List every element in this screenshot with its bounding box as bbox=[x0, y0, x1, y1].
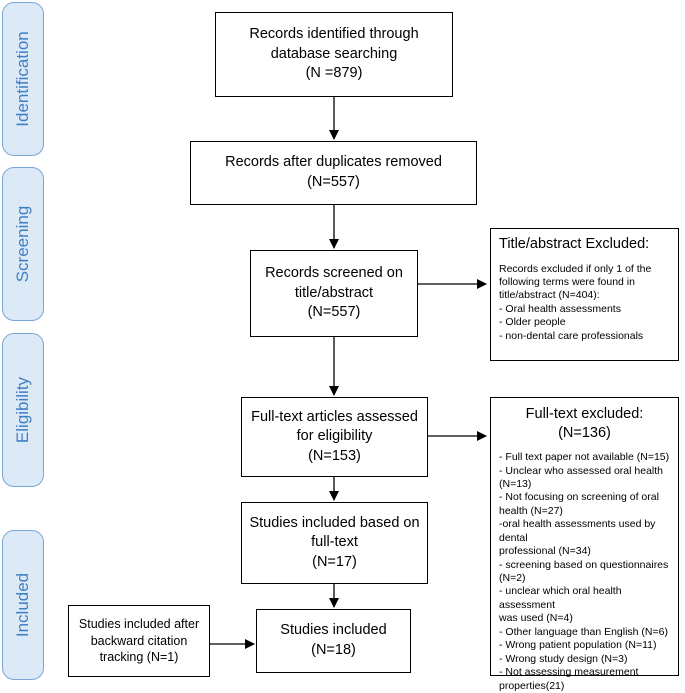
records-identified-box: Records identified through database sear… bbox=[215, 12, 453, 97]
records-identified-line-3: (N =879) bbox=[305, 65, 363, 82]
duplicates-removed-line-2: (N=557) bbox=[307, 174, 360, 190]
screened-line-3: (N=557) bbox=[307, 304, 361, 321]
fulltext-excluded-line: (N=13) bbox=[499, 477, 532, 490]
included-fulltext-line-2: full-text bbox=[311, 534, 358, 551]
fulltext-excluded-line: - Unclear who assessed oral health bbox=[499, 464, 664, 477]
fulltext-excluded-line: - unclear which oral health assessment bbox=[499, 585, 622, 611]
included-fulltext-line-3: (N=17) bbox=[312, 553, 357, 570]
records-identified-line-1: Records identified through bbox=[249, 26, 419, 43]
stage-included: Included bbox=[2, 530, 44, 680]
fulltext-excluded-line: - Other language than English (N=6) bbox=[499, 625, 668, 638]
fulltext-assessed-line-2: for eligibility bbox=[296, 428, 373, 445]
title-abstract-excluded-box: Title/abstract Excluded: Records exclude… bbox=[490, 228, 679, 361]
fulltext-excluded-line: - Full text paper not available (N=15) bbox=[499, 451, 670, 464]
fulltext-assessed-box: Full-text articles assessed for eligibil… bbox=[241, 397, 428, 477]
title-abstract-excluded-heading: Title/abstract Excluded: bbox=[499, 236, 650, 252]
backward-citation-box: Studies included after backward citation… bbox=[68, 605, 210, 677]
studies-included-line-1: Studies included bbox=[280, 622, 387, 639]
duplicates-removed-line-1: Records after duplicates removed bbox=[225, 154, 442, 171]
stage-screening: Screening bbox=[2, 167, 44, 321]
title-abstract-excluded-line: Records excluded if only 1 of the bbox=[499, 262, 652, 275]
fulltext-excluded-line: - Not assessing measurement bbox=[499, 666, 639, 679]
backward-citation-line-1: Studies included after bbox=[78, 616, 200, 631]
fulltext-excluded-line: health (N=27) bbox=[499, 504, 563, 517]
fulltext-excluded-line: - Wrong study design (N=3) bbox=[499, 652, 628, 665]
included-fulltext-box: Studies included based on full-text (N=1… bbox=[241, 502, 428, 584]
fulltext-excluded-line: professional (N=34) bbox=[499, 545, 591, 558]
fulltext-assessed-line-3: (N=153) bbox=[308, 447, 361, 464]
fulltext-excluded-line: - screening based on questionnaires bbox=[499, 558, 669, 571]
studies-included-box: Studies included (N=18) bbox=[256, 609, 411, 673]
screened-box: Records screened on title/abstract (N=55… bbox=[250, 250, 418, 337]
title-abstract-excluded-line: - non-dental care professionals bbox=[499, 329, 644, 342]
screened-line-1: Records screened on bbox=[265, 265, 403, 282]
title-abstract-excluded-line: - Oral health assessments bbox=[499, 302, 621, 315]
stage-identification: Identification bbox=[2, 2, 44, 156]
fulltext-excluded-line: - Wrong patient population (N=11) bbox=[499, 639, 657, 652]
fulltext-excluded-line: was used (N=4) bbox=[499, 612, 573, 625]
backward-citation-line-2: backward citation bbox=[90, 633, 188, 648]
fulltext-excluded-line: (N=2) bbox=[499, 572, 526, 585]
fulltext-excluded-box: Full-text excluded: (N=136) - Full text … bbox=[490, 397, 679, 692]
records-identified-line-2: database searching bbox=[270, 45, 398, 62]
title-abstract-excluded-line: - Older people bbox=[499, 316, 566, 329]
duplicates-removed-box: Records after duplicates removed (N=557) bbox=[190, 141, 477, 205]
fulltext-excluded-line: -oral health assessments used by dental bbox=[499, 518, 656, 544]
title-abstract-excluded-line: following terms were found in bbox=[499, 275, 635, 288]
backward-citation-line-3: tracking (N=1) bbox=[99, 650, 179, 665]
stage-eligibility: Eligibility bbox=[2, 333, 44, 487]
included-fulltext-line-1: Studies included based on bbox=[249, 514, 420, 531]
fulltext-excluded-heading: Full-text excluded: (N=136) bbox=[525, 406, 644, 441]
screened-line-2: title/abstract bbox=[294, 284, 374, 301]
studies-included-line-2: (N=18) bbox=[311, 642, 356, 658]
fulltext-assessed-line-1: Full-text articles assessed bbox=[251, 408, 418, 425]
title-abstract-excluded-line: title/abstract (N=404): bbox=[499, 289, 600, 302]
fulltext-excluded-line: - Not focusing on screening of oral bbox=[499, 491, 659, 504]
